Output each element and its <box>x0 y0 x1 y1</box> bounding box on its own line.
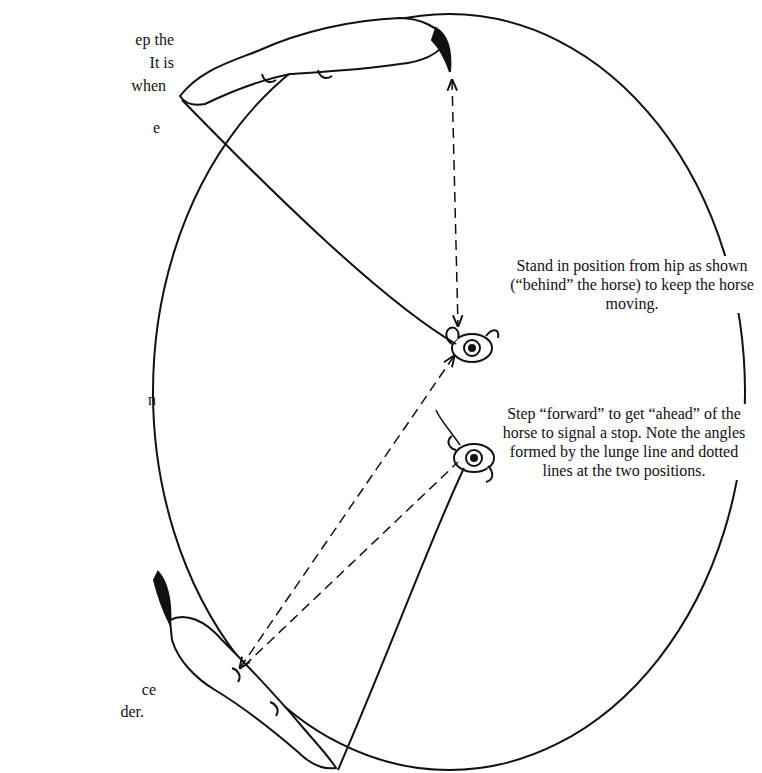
whip <box>436 410 460 445</box>
callout-note: Step “forward” to get “ahead” of the hor… <box>498 404 750 480</box>
bottom-horse <box>154 572 336 768</box>
top-horse <box>180 18 450 105</box>
cut-off-text: n <box>104 390 156 409</box>
cut-off-text: e <box>104 118 160 137</box>
lunging-circle <box>153 14 745 770</box>
dotted-line <box>244 462 458 666</box>
cut-off-text: der. <box>96 702 144 721</box>
dotted-line <box>240 356 454 668</box>
handler-ahead <box>449 436 494 482</box>
cut-off-text: It is <box>104 53 174 72</box>
cut-off-text: ep the <box>104 30 174 49</box>
dotted-line <box>452 80 458 326</box>
callout-note: Stand in position from hip as shown (“be… <box>506 256 758 313</box>
lunge-line <box>338 468 464 770</box>
cut-off-text: when <box>104 76 166 95</box>
lunge-line <box>182 100 456 344</box>
cut-off-text: ce <box>104 680 156 699</box>
